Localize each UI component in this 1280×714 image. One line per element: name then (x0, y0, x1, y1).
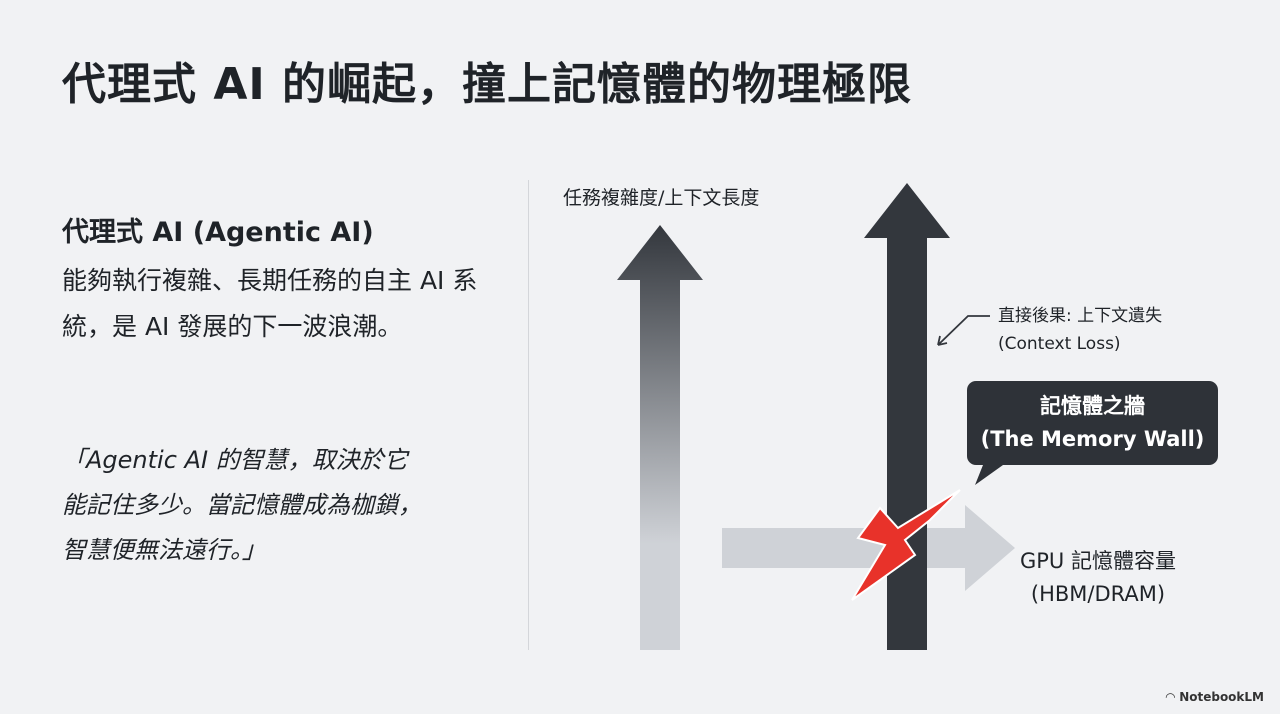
lightning-icon (851, 489, 961, 601)
demand-arrow (617, 225, 703, 650)
consequence-title: 直接後果: 上下文遺失 (998, 306, 1163, 326)
y-axis-label: 任務複雜度/上下文長度 (563, 187, 760, 209)
memory-wall-callout: 記憶體之牆 (The Memory Wall) (967, 381, 1218, 465)
quote-line: 「Agentic AI 的智慧，取決於它 (62, 446, 408, 474)
wall-arrow (864, 183, 950, 650)
x-label-subtitle: (HBM/DRAM) (1030, 582, 1166, 606)
quote-line: 智慧便無法遠行。」 (62, 536, 266, 564)
divider (528, 180, 529, 650)
x-axis-label: GPU 記憶體容量 (HBM/DRAM) (1020, 545, 1176, 611)
callout-title: 記憶體之牆 (1040, 394, 1145, 418)
slide-title: 代理式 AI 的崛起，撞上記憶體的物理極限 (62, 59, 913, 110)
brand-watermark: ◠ NotebookLM (1166, 690, 1264, 704)
callout-subtitle: (The Memory Wall) (980, 427, 1205, 451)
description: 能夠執行複雜、長期任務的自主 AI 系統，是 AI 發展的下一波浪潮。 (62, 266, 478, 341)
horizontal-capacity-arrow (722, 505, 1015, 591)
notebooklm-logo-icon: ◠ (1165, 690, 1180, 704)
section-heading: 代理式 AI (Agentic AI) (62, 217, 374, 248)
consequence-label: 直接後果: 上下文遺失 (Context Loss) (998, 302, 1162, 358)
callout-tail (975, 460, 1010, 485)
pointer-arrow-icon (937, 315, 990, 346)
quote-line: 能記住多少。當記憶體成為枷鎖， (62, 491, 422, 519)
quote: 「Agentic AI 的智慧，取決於它 能記住多少。當記憶體成為枷鎖， 智慧便… (62, 438, 512, 573)
brand-name: NotebookLM (1179, 690, 1264, 704)
consequence-subtitle: (Context Loss) (998, 334, 1121, 354)
x-label-title: GPU 記憶體容量 (1020, 549, 1176, 573)
